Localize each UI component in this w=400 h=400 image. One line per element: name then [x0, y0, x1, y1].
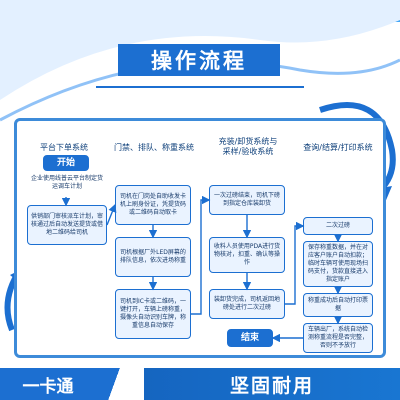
footer-left-label: 一卡通 — [0, 368, 96, 400]
flow-step-audit: 供销部门审核派车计划，审核通过后自动发送提货或借地二维码给司机 — [27, 205, 107, 245]
page-title: 操作流程 — [118, 44, 280, 76]
lane-title-ordering: 平台下单系统 — [40, 143, 88, 152]
start-node: 开始 — [43, 155, 89, 171]
flow-diagram: 平台下单系统 门禁、排队、称重系统 充装/卸货系统与 采样/验收系统 查询/结算… — [14, 118, 386, 358]
flow-step-unload: 一次过磅结束，司机下磅到指定仓库装卸货 — [209, 185, 285, 215]
flow-step-second-weigh-return: 装卸货完成，司机返回地磅处进行二次过磅 — [209, 289, 285, 319]
lane-title-gate: 门禁、排队、称重系统 — [114, 143, 194, 152]
flow-step-weigh: 司机到IC卡或二维码，一键打开，车辆上磅称重，摄像头自动识别车牌，称重信息自动保… — [115, 289, 191, 339]
flow-step-queue: 司机根据厂外LED屏幕的排队信息，依次进场称重 — [115, 237, 191, 277]
flow-step-gate-card: 司机在门岗处自助收发卡机上刷身份证，凭提货码或二维码自动取卡 — [115, 185, 191, 225]
flow-step-pda-check: 收料人员使用PDA进行货物核对，扣重、确认等操作 — [209, 237, 285, 273]
flow-step-exit-check: 车辆出厂，系统自动检测称重流程是否完整，否则不予放行 — [303, 323, 373, 353]
lane-title-settlement: 查询/结算/打印系统 — [303, 143, 373, 152]
title-underline — [96, 86, 304, 88]
footer-right-label: 坚固耐用 — [144, 368, 400, 400]
footer-divider — [96, 368, 144, 400]
flow-step-plan: 企业使用线普云平台制定货运调车计划 — [30, 175, 103, 190]
lane-title-loading: 充装/卸货系统与 采样/验收系统 — [218, 137, 278, 156]
flow-arrows — [61, 195, 343, 343]
